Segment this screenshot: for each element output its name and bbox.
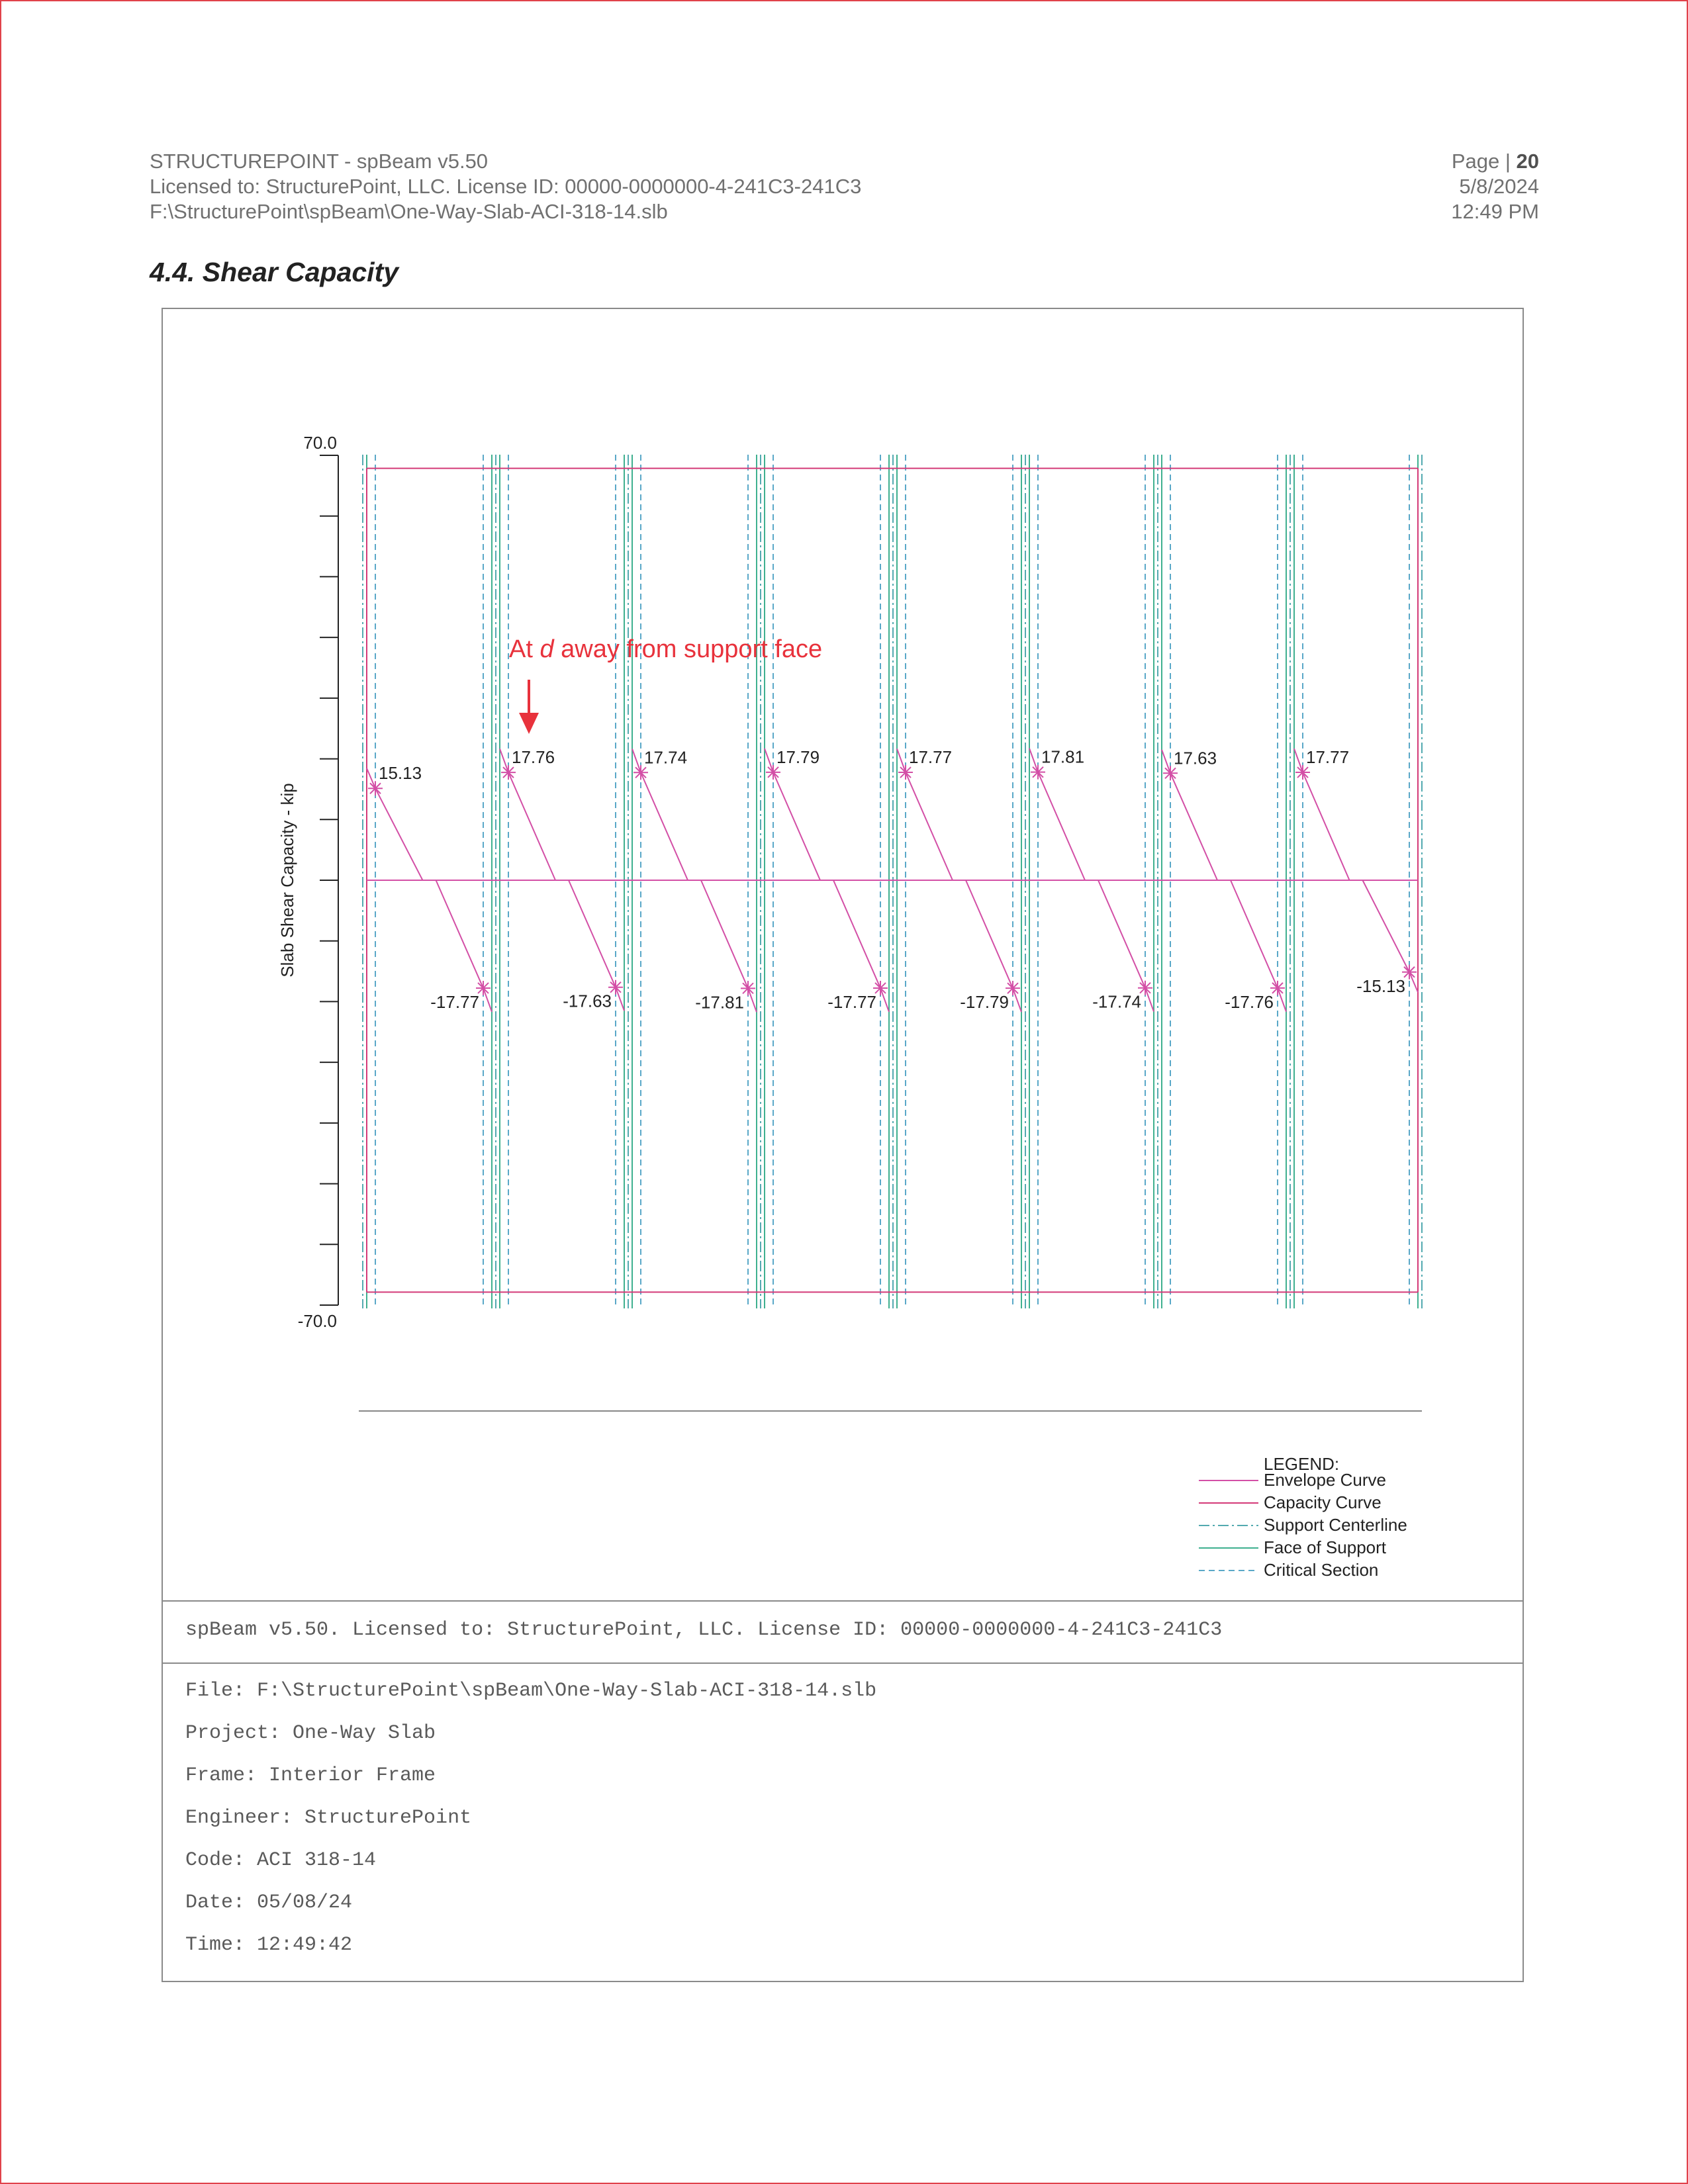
negative-value-label-1: -17.77 [430,992,479,1012]
footer-code: Code: ACI 318-14 [185,1849,377,1872]
annotation-text: At d away from support face [509,635,822,663]
footer-license-line: spBeam v5.50. Licensed to: StructurePoin… [185,1619,1223,1641]
negative-critical-marker-5 [1006,981,1020,996]
chart-frame: 70.0 -70.0 Slab Shear Capacity - kip 15.13… [162,308,1524,1982]
negative-value-label-5: -17.79 [960,992,1009,1012]
license-row: spBeam v5.50. Licensed to: StructurePoin… [163,1600,1523,1664]
positive-value-label-2: 17.76 [512,747,555,767]
page-label: Page | [1451,150,1517,173]
y-axis: 70.0 -70.0 Slab Shear Capacity - kip [277,433,1422,1412]
shear-capacity-chart: 70.0 -70.0 Slab Shear Capacity - kip 15.13… [277,433,1423,1580]
positive-critical-marker-6 [1031,764,1045,780]
positive-value-label-7: 17.63 [1174,748,1217,768]
header-time: 12:49 PM [1451,200,1539,223]
annotation-prefix: At [509,635,539,663]
negative-value-label-3: -17.81 [695,992,744,1012]
footer-time: Time: 12:49:42 [185,1934,353,1956]
header-file-path: F:\StructurePoint\spBeam\One-Way-Slab-AC… [150,200,668,223]
positive-critical-marker-1 [368,781,383,796]
negative-critical-marker-2 [608,979,623,995]
annotation-arrow-head [519,713,539,734]
legend-item-5: Critical Section [1264,1560,1378,1580]
data-labels: 15.13 -17.77 17.76 -17.63 17.74 -17.81 17.79 -1… [379,747,1405,1013]
negative-value-label-8: -15.13 [1356,976,1405,996]
negative-critical-marker-1 [476,980,491,995]
support-lines [362,455,1423,1308]
header-date: 5/8/2024 [1459,175,1539,198]
positive-critical-marker-7 [1163,766,1178,781]
y-tick-label-bottom: -70.0 [298,1311,337,1331]
positive-value-label-6: 17.81 [1041,747,1084,767]
legend-item-2: Capacity Curve [1264,1492,1382,1512]
positive-critical-marker-8 [1295,765,1310,780]
legend-item-3: Support Centerline [1264,1515,1407,1535]
annotation-italic: d [539,635,555,663]
header-license: Licensed to: StructurePoint, LLC. Licens… [150,175,862,198]
positive-value-label-1: 15.13 [379,763,422,783]
y-tick-label-top: 70.0 [303,433,337,453]
y-axis-label: Slab Shear Capacity - kip [277,783,297,977]
positive-value-label-3: 17.74 [644,747,687,767]
footer-date: Date: 05/08/24 [185,1891,353,1914]
negative-critical-marker-4 [873,980,888,995]
negative-value-label-2: -17.63 [563,991,612,1011]
positive-value-label-5: 17.77 [909,747,952,767]
positive-value-label-4: 17.79 [776,747,820,767]
footer-frame: Frame: Interior Frame [185,1764,436,1787]
positive-value-label-8: 17.77 [1306,747,1349,767]
envelope-curve [366,748,1419,1013]
positive-critical-marker-2 [501,765,516,780]
positive-critical-marker-3 [633,765,648,780]
header-product: STRUCTUREPOINT - spBeam v5.50 [150,150,489,173]
negative-value-label-6: -17.74 [1092,992,1141,1012]
legend-item-4: Face of Support [1264,1537,1387,1557]
page-header-right: Page | 20 5/8/2024 12:49 PM [1451,149,1539,224]
positive-critical-marker-5 [898,765,913,780]
footer-engineer: Engineer: StructurePoint [185,1807,472,1829]
negative-critical-marker-3 [741,981,755,996]
legend-item-1: Envelope Curve [1264,1470,1386,1490]
negative-critical-marker-6 [1138,980,1152,995]
footer-project: Project: One-Way Slab [185,1722,436,1745]
footer-file: File: F:\StructurePoint\spBeam\One-Way-S… [185,1680,877,1702]
annotation-suffix: away from support face [554,635,823,663]
legend-title: LEGEND: [1264,1454,1339,1474]
negative-critical-marker-8 [1402,964,1417,979]
section-title: 4.4. Shear Capacity [150,257,399,287]
header-page: Page | 20 [1451,149,1539,174]
annotation: At d away from support face [509,635,822,734]
negative-critical-marker-7 [1270,980,1285,995]
negative-value-label-4: -17.77 [827,992,876,1012]
page-number: 20 [1516,150,1539,173]
page-header-left: STRUCTUREPOINT - spBeam v5.50 Licensed t… [150,149,861,224]
negative-value-label-7: -17.76 [1225,992,1274,1012]
positive-critical-marker-4 [766,764,780,780]
project-info: File: F:\StructurePoint\spBeam\One-Way-S… [163,1662,1523,1983]
